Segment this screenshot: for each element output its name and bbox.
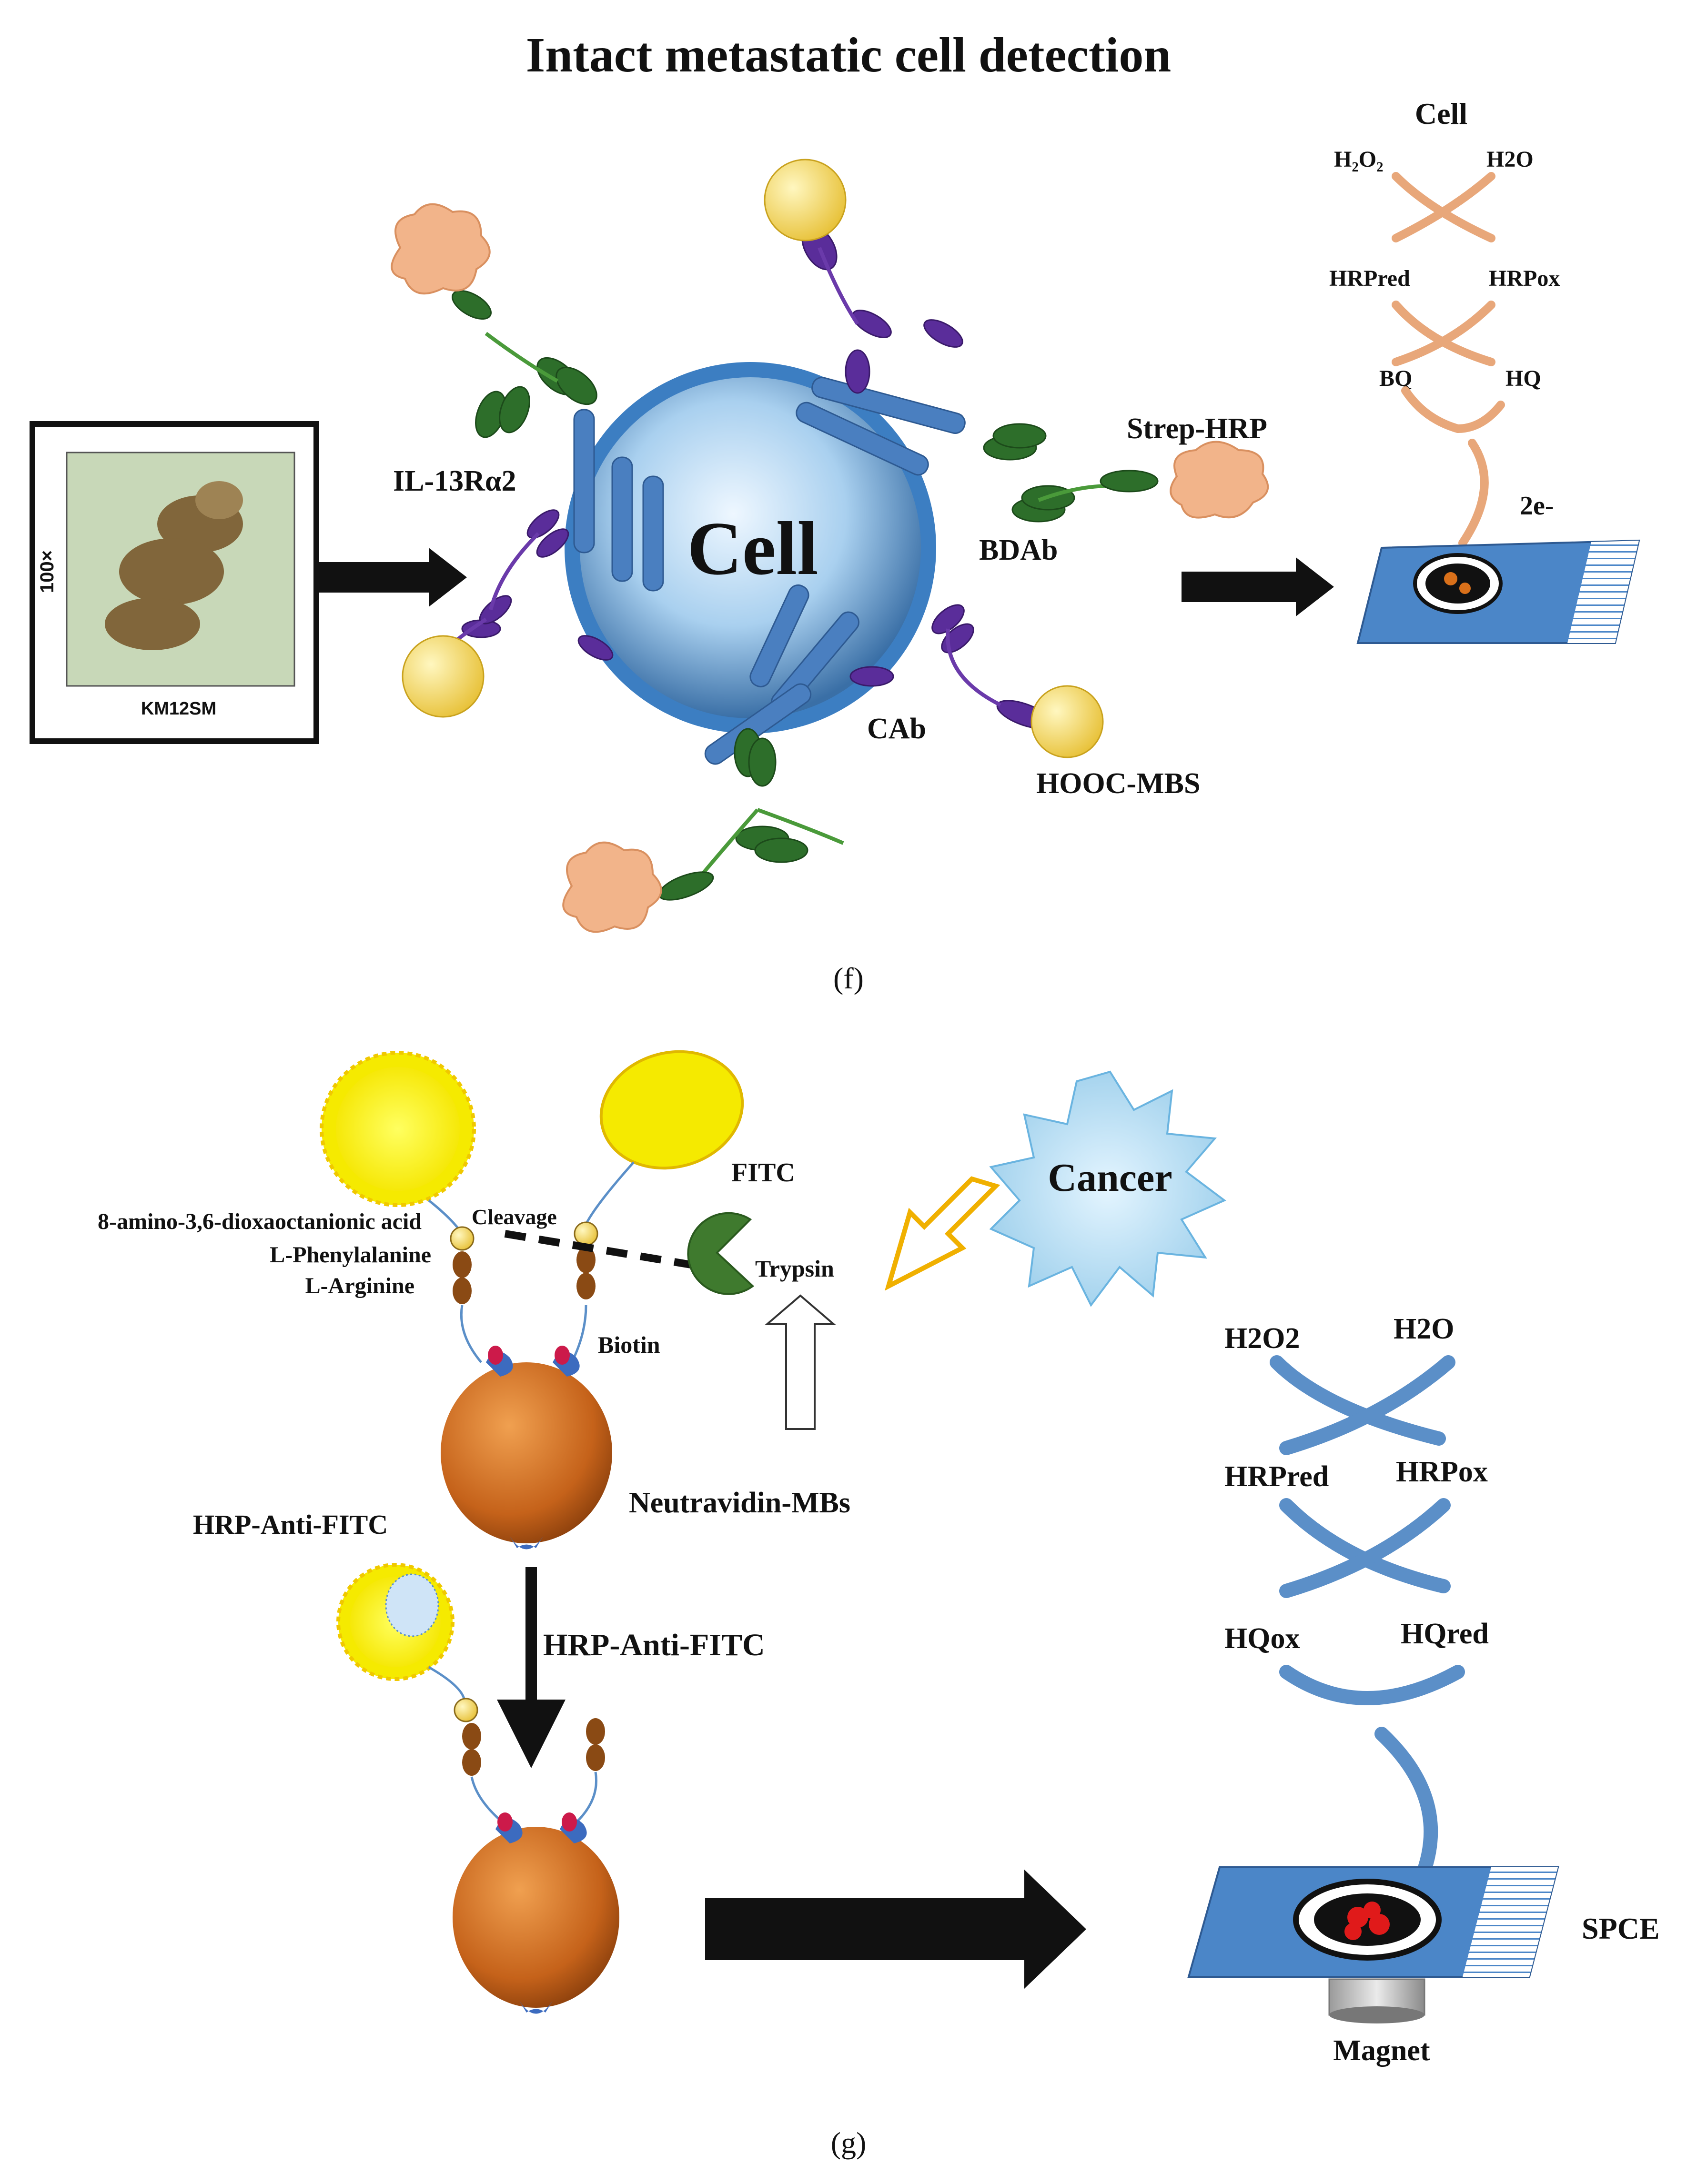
cancer-star: Cancer bbox=[989, 1070, 1226, 1307]
bdab-antibodies bbox=[475, 357, 1075, 863]
cycle-g-hqred: HQred bbox=[1401, 1618, 1489, 1650]
arrow-to-cell bbox=[318, 548, 467, 607]
magnetic-beads-f bbox=[402, 159, 1104, 758]
label-spce: SPCE bbox=[1582, 1912, 1660, 1945]
il13-receptors bbox=[573, 377, 966, 765]
arrow-to-electrode-f bbox=[1182, 557, 1334, 616]
cleavage-line bbox=[504, 1230, 706, 1271]
fitc-sunburst bbox=[320, 1051, 476, 1207]
label-linker-2: L-Phenylalanine bbox=[270, 1242, 431, 1268]
cycle-f-hq: HQ bbox=[1505, 366, 1541, 391]
cycle-f-arrows bbox=[1392, 172, 1505, 547]
cycle-f-h2o2: H₂O₂ bbox=[1334, 147, 1383, 172]
cycle-f-header: Cell bbox=[1415, 97, 1467, 131]
label-cancer: Cancer bbox=[1048, 1156, 1172, 1200]
amino-acid-beads bbox=[450, 1221, 598, 1304]
label-strep-hrp: Strep-HRP bbox=[1127, 413, 1267, 445]
micrograph-box: 100× KM12SM bbox=[30, 421, 319, 744]
hrp-blobs bbox=[391, 203, 1269, 933]
cycle-f: Cell H₂O₂ H2O HRPred HRPox BQ HQ 2e- bbox=[1329, 97, 1560, 547]
fitc-ellipse bbox=[599, 1050, 744, 1170]
label-il13: IL-13Rα2 bbox=[393, 465, 516, 497]
cycle-g-hrpred: HRPred bbox=[1224, 1460, 1329, 1493]
cycle-g: H2O2 H2O HRPred HRPox HQox HQred bbox=[1224, 1313, 1489, 1908]
panel-f-title: Intact metastatic cell detection bbox=[526, 28, 1171, 82]
neutravidin-bead-1 bbox=[441, 1346, 612, 1550]
cycle-g-h2o2: H2O2 bbox=[1224, 1322, 1300, 1355]
trypsin-up-arrow bbox=[764, 1294, 837, 1430]
label-fitc: FITC bbox=[731, 1158, 795, 1188]
electrode-g bbox=[1187, 1866, 1559, 1978]
cycle-g-hrpox: HRPox bbox=[1396, 1456, 1488, 1488]
label-hrp-anti-fitc-left: HRP-Anti-FITC bbox=[193, 1509, 388, 1540]
cell-label: Cell bbox=[687, 506, 818, 591]
arrow-to-electrode-g bbox=[705, 1870, 1086, 1989]
label-trypsin: Trypsin bbox=[755, 1255, 834, 1282]
cycle-f-hrpred: HRPred bbox=[1329, 266, 1410, 291]
label-linker-3: L-Arginine bbox=[305, 1273, 414, 1298]
cycle-g-hqox: HQox bbox=[1224, 1622, 1300, 1655]
cycle-f-electrons: 2e- bbox=[1520, 491, 1554, 521]
label-hooc-mbs: HOOC-MBS bbox=[1036, 767, 1200, 800]
magnet bbox=[1328, 1978, 1425, 2023]
bdab-stems bbox=[485, 332, 1111, 878]
panel-f-caption: (f) bbox=[833, 961, 864, 995]
label-cleavage: Cleavage bbox=[472, 1205, 557, 1229]
label-linker-1: 8-amino-3,6-dioxaoctanionic acid bbox=[98, 1209, 422, 1234]
trypsin-enzyme bbox=[687, 1212, 755, 1295]
cycle-g-h2o: H2O bbox=[1394, 1313, 1454, 1345]
label-bdab: BDAb bbox=[979, 534, 1058, 566]
hrp-anti-fitc-complex bbox=[336, 1563, 605, 1825]
panel-g-caption: (g) bbox=[831, 2126, 867, 2160]
cell-cluster-image bbox=[105, 481, 243, 650]
label-hrp-anti-fitc-arrow: HRP-Anti-FITC bbox=[543, 1628, 765, 1662]
label-neutravidin: Neutravidin-MBs bbox=[629, 1487, 850, 1519]
electrode-f bbox=[1356, 539, 1640, 644]
label-cab: CAb bbox=[867, 713, 926, 745]
cycle-f-hrpox: HRPox bbox=[1489, 266, 1560, 291]
neutravidin-bead-2 bbox=[453, 1812, 619, 2014]
label-magnet: Magnet bbox=[1333, 2034, 1430, 2067]
cycle-f-h2o: H2O bbox=[1486, 147, 1534, 172]
cell-line-label: KM12SM bbox=[141, 699, 216, 719]
magnification-label: 100× bbox=[37, 550, 58, 593]
label-biotin: Biotin bbox=[598, 1331, 660, 1358]
cancer-to-trypsin-arrow bbox=[884, 1176, 1000, 1291]
